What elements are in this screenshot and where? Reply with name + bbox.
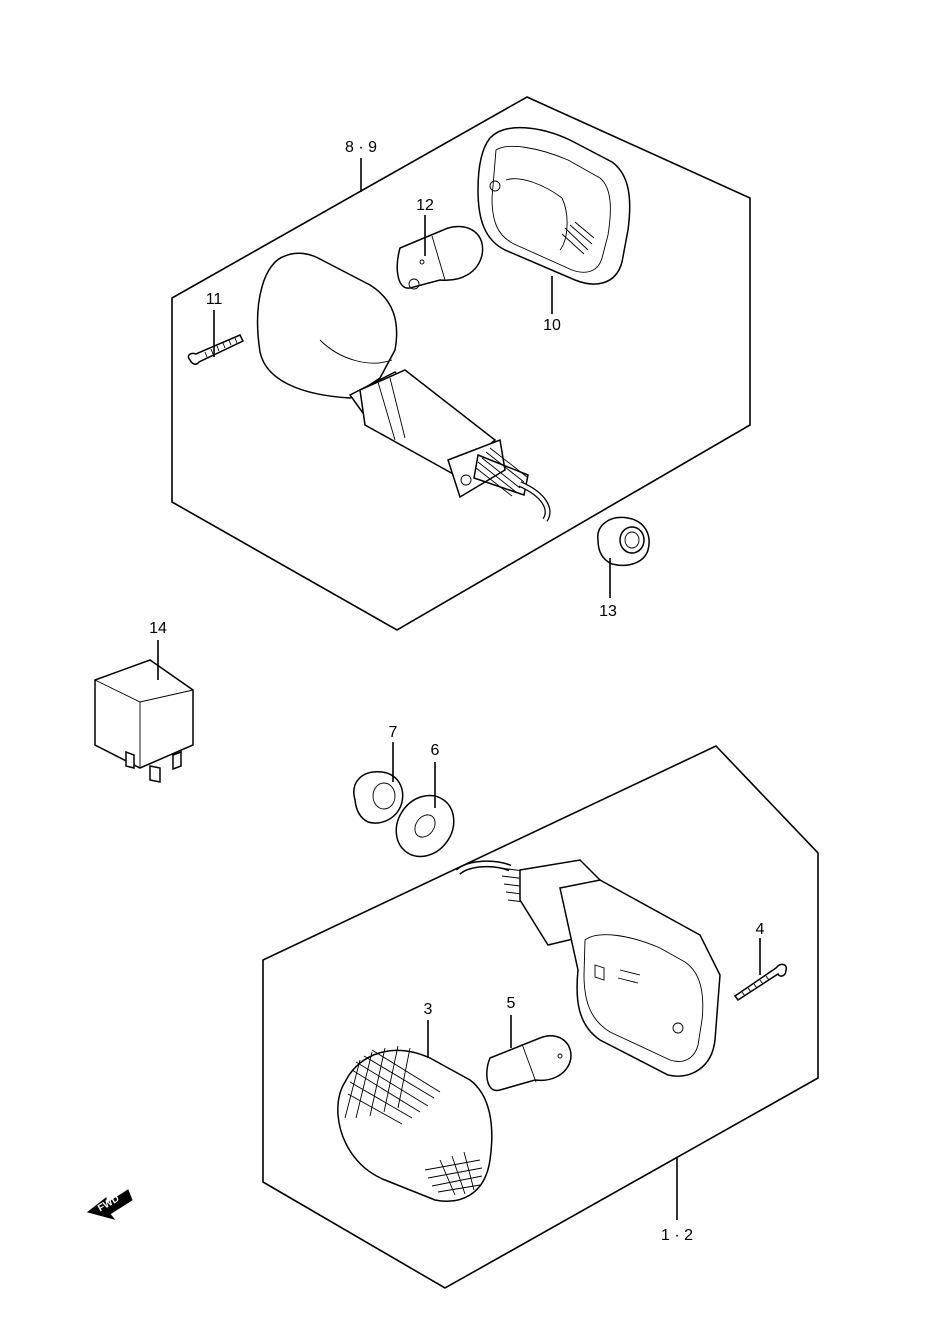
callout-10: 10 — [543, 317, 561, 334]
callout-1-2: 1 · 2 — [661, 1227, 693, 1244]
bulb-part-12 — [396, 225, 484, 290]
nut-part-7 — [353, 771, 404, 824]
screw-part-4 — [733, 963, 788, 1002]
callout-8-9: 8 · 9 — [345, 139, 377, 156]
callout-13: 13 — [599, 603, 617, 620]
lens-holder-upper — [477, 127, 631, 285]
nut-part-13 — [597, 516, 650, 567]
callout-7: 7 — [389, 724, 398, 741]
upper-group-outline — [171, 96, 751, 631]
callout-6: 6 — [431, 742, 440, 759]
relay-part-14 — [94, 659, 194, 783]
bulb-part-5 — [486, 1035, 572, 1092]
callout-12: 12 — [416, 197, 434, 214]
callout-5: 5 — [507, 995, 516, 1012]
callout-14: 14 — [149, 620, 167, 637]
callout-4: 4 — [756, 921, 765, 938]
lower-group-outline — [262, 745, 819, 1289]
callout-3: 3 — [424, 1001, 433, 1018]
callout-11: 11 — [206, 291, 223, 308]
lens-part-3 — [337, 1045, 493, 1202]
fwd-arrow-icon: FWD — [86, 1189, 133, 1220]
housing-spring — [473, 447, 529, 497]
screw-part-11 — [187, 334, 245, 365]
turn-signal-housing-upper — [256, 252, 551, 522]
washer-part-6 — [395, 794, 455, 858]
turn-signal-housing-lower — [455, 859, 721, 1077]
